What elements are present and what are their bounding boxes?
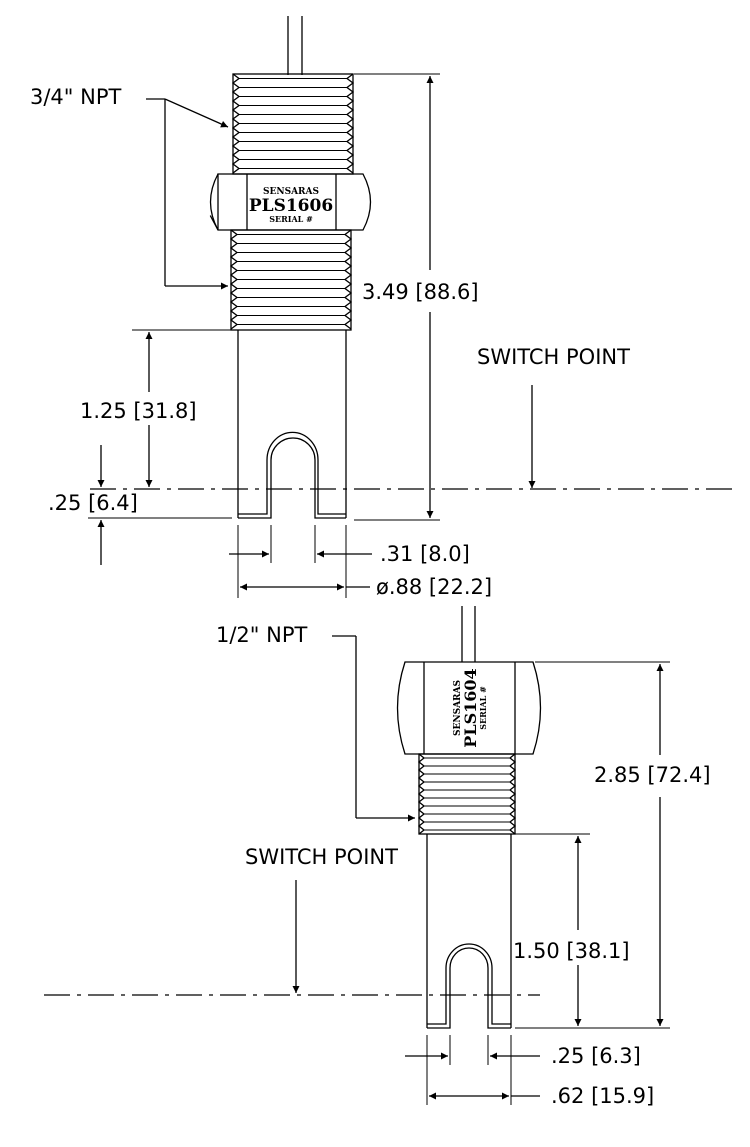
dim-tip-offset: .25 [6.4] bbox=[48, 445, 232, 565]
dim-diameter: .62 [15.9] bbox=[426, 1035, 654, 1108]
hex-serial-text: SERIAL # bbox=[478, 686, 488, 730]
switch-point-label: SWITCH POINT bbox=[245, 845, 398, 869]
hex-brand-text: SENSARAS bbox=[263, 187, 319, 197]
dim-switch-height: 1.25 [31.8] bbox=[80, 329, 233, 487]
hex-model-text: PLS1604 bbox=[461, 668, 480, 747]
dim-overall-text: 3.49 [88.6] bbox=[362, 280, 479, 304]
thread-callout: 1/2" NPT bbox=[216, 623, 415, 822]
hex-nut: SENSARAS PLS1606 SERIAL # bbox=[209, 173, 372, 231]
switch-point-label: SWITCH POINT bbox=[477, 345, 630, 369]
probe-body bbox=[237, 330, 347, 519]
dim-overall-height: 3.49 [88.6] bbox=[354, 73, 479, 521]
dim-slot-width: .31 [8.0] bbox=[229, 525, 470, 566]
dim-switch-height: 1.50 [38.1] bbox=[513, 833, 630, 1026]
sensor-1-2-npt: SENSARAS PLS1604 SERIAL # 1/2" NPT bbox=[44, 606, 711, 1108]
sensor-3-4-npt: SENSARAS PLS1606 SERIAL # 3/4" NPT bbox=[30, 16, 735, 599]
thread-label: 1/2" NPT bbox=[216, 623, 308, 647]
dim-overall-text: 2.85 [72.4] bbox=[594, 763, 711, 787]
upper-thread bbox=[231, 73, 355, 175]
switch-point-2: SWITCH POINT bbox=[44, 845, 540, 996]
dim-switch-height-text: 1.50 [38.1] bbox=[513, 939, 630, 963]
dim-slot-width-text: .25 [6.3] bbox=[551, 1044, 641, 1068]
hex-serial-text: SERIAL # bbox=[269, 214, 313, 224]
hex-model-text: PLS1606 bbox=[249, 196, 333, 216]
switch-point-1: SWITCH POINT bbox=[90, 345, 735, 490]
dim-tip-offset-text: .25 [6.4] bbox=[48, 491, 138, 515]
dim-diameter-text: ø.88 [22.2] bbox=[376, 575, 492, 599]
dim-slot-width: .25 [6.3] bbox=[405, 1035, 641, 1068]
lower-thread bbox=[229, 229, 353, 331]
thread-callout: 3/4" NPT bbox=[30, 85, 229, 290]
dim-overall-height: 2.85 [72.4] bbox=[515, 661, 711, 1029]
thread bbox=[417, 753, 517, 835]
probe-body bbox=[426, 834, 512, 1029]
dim-diameter: ø.88 [22.2] bbox=[237, 525, 492, 599]
hex-brand-text: SENSARAS bbox=[453, 680, 463, 736]
dim-slot-width-text: .31 [8.0] bbox=[380, 542, 470, 566]
dim-diameter-text: .62 [15.9] bbox=[551, 1084, 654, 1108]
dim-switch-height-text: 1.25 [31.8] bbox=[80, 399, 197, 423]
thread-label: 3/4" NPT bbox=[30, 85, 122, 109]
hex-nut: SENSARAS PLS1604 SERIAL # bbox=[396, 661, 542, 755]
